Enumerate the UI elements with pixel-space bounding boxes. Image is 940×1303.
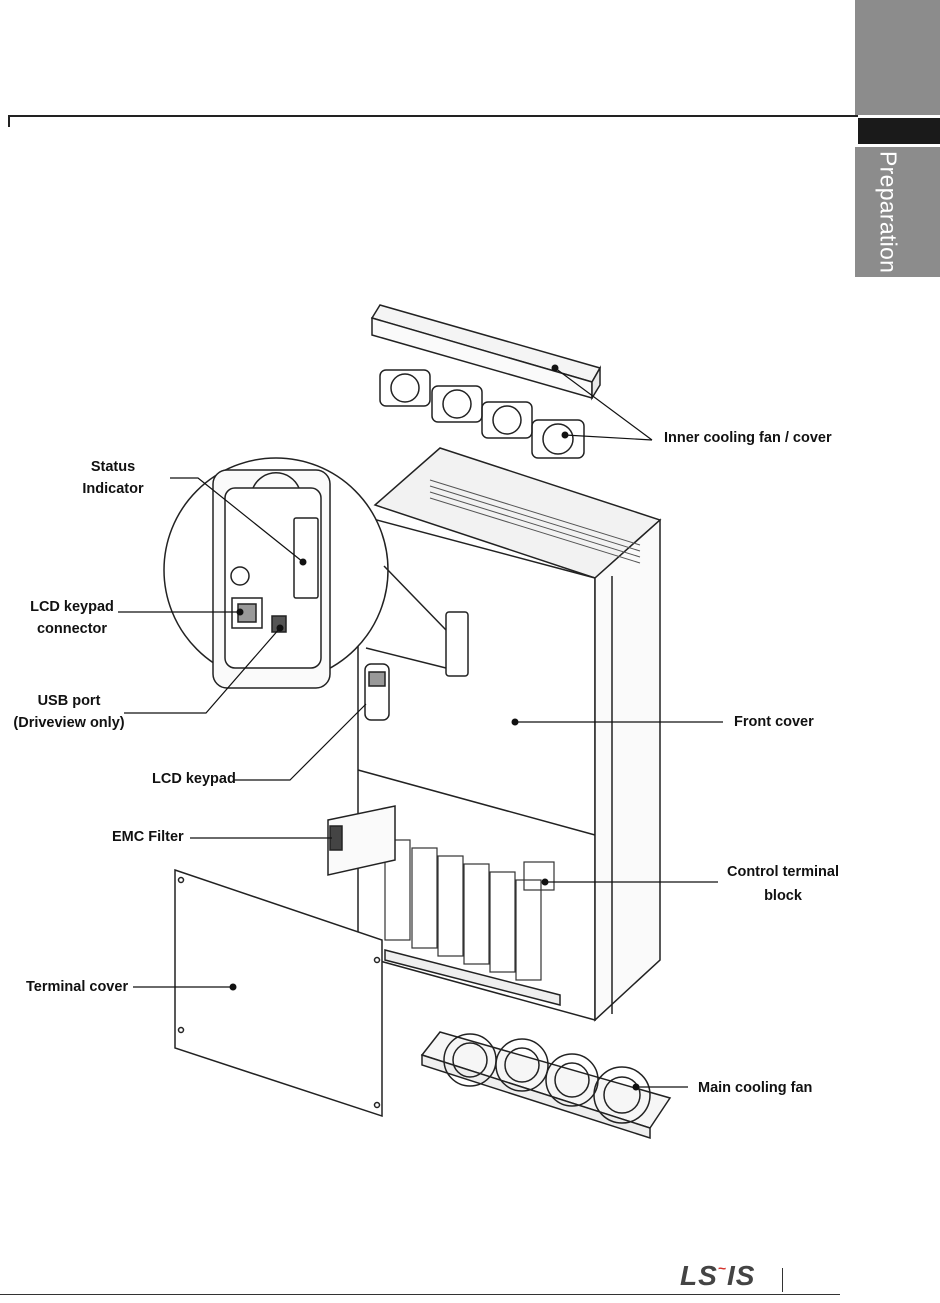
detail-magnifier (163, 457, 447, 689)
callout-lcd-keypad: LCD keypad (152, 771, 236, 787)
drive-body (357, 447, 662, 1022)
callout-status-indicator-1: Status (90, 459, 136, 475)
callout-control-terminal-1: Control terminal (727, 864, 839, 880)
callout-usb-port-1: USB port (37, 693, 101, 709)
main-cooling-fans (420, 1031, 672, 1140)
brand-logo-main: LS (680, 1260, 718, 1291)
chapter-tab-top (855, 0, 940, 115)
chapter-tab[interactable] (855, 147, 940, 277)
lcd-keypad-drawing (364, 663, 390, 721)
emc-filter-drawing (327, 805, 396, 876)
brand-logo-accent: ~ (717, 1260, 727, 1276)
chapter-tab-label: Preparation (875, 150, 902, 274)
callout-main-cooling-fan: Main cooling fan (698, 1080, 813, 1096)
brand-logo-suffix: IS (726, 1260, 756, 1291)
header-rule-tick (8, 115, 10, 127)
footer-divider (782, 1268, 783, 1292)
header-rule (8, 115, 858, 117)
footer-rule (0, 1294, 840, 1295)
inner-fan-cover (370, 304, 602, 401)
callout-control-terminal-2: block (764, 888, 802, 904)
terminal-cover-drawing (174, 868, 383, 1118)
callout-dots (229, 364, 640, 1091)
callout-leaders (118, 367, 723, 1088)
brand-logo: LS~IS (680, 1260, 755, 1292)
chapter-tab-marker (858, 118, 940, 144)
callout-usb-port-2: (Driveview only) (13, 715, 125, 731)
inner-cooling-fans (379, 369, 585, 459)
callout-terminal-cover: Terminal cover (26, 979, 129, 995)
callout-status-indicator-2: Indicator (82, 481, 144, 497)
callout-emc-filter: EMC Filter (112, 829, 184, 845)
callout-lcd-connector-2: connector (36, 621, 108, 637)
callout-lcd-connector-1: LCD keypad (30, 599, 114, 615)
callout-front-cover: Front cover (734, 714, 814, 730)
callout-inner-cooling-fan: Inner cooling fan / cover (664, 430, 832, 446)
